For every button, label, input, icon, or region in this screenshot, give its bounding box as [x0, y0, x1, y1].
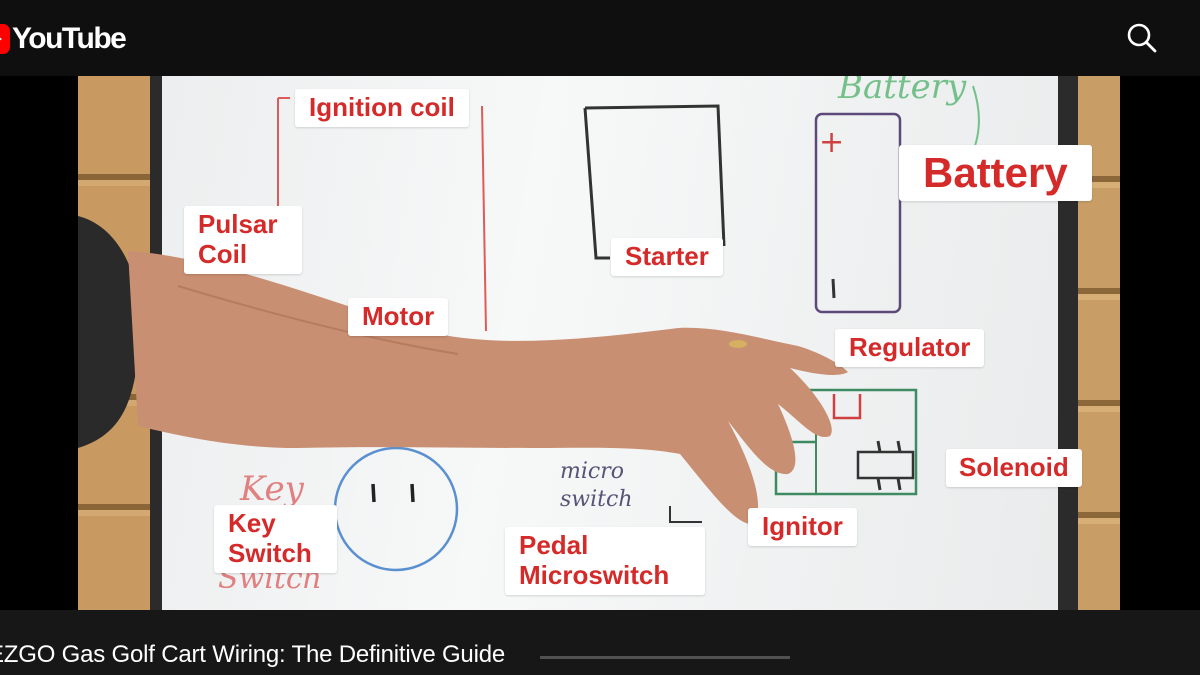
- search-icon[interactable]: [1124, 20, 1160, 56]
- label-key-switch: Key Switch: [214, 505, 337, 573]
- handwritten-switch-small: switch: [560, 487, 633, 512]
- handwritten-key: Key: [239, 469, 305, 509]
- top-bar: YouTube: [0, 0, 1200, 76]
- handwritten-battery: Battery: [837, 76, 967, 107]
- youtube-play-icon: [0, 24, 10, 54]
- label-regulator: Regulator: [835, 329, 985, 367]
- label-motor: Motor: [348, 298, 449, 336]
- label-ignition-coil: Ignition coil: [295, 89, 469, 127]
- label-solenoid: Solenoid: [946, 449, 1082, 487]
- label-starter: Starter: [611, 238, 723, 276]
- battery-plus-mark: +: [819, 125, 844, 160]
- bottom-bar: [0, 610, 1200, 675]
- video-progress-bar[interactable]: [540, 656, 790, 659]
- handwritten-micro: micro: [560, 459, 624, 484]
- video-title[interactable]: EZGO Gas Golf Cart Wiring: The Definitiv…: [0, 641, 505, 668]
- label-pedal-microswitch: Pedal Microswitch: [505, 527, 705, 595]
- youtube-logo-text: YouTube: [12, 22, 127, 55]
- label-pulsar-coil: Pulsar Coil: [184, 206, 302, 274]
- video-player[interactable]: + Battery Key Switch micro switch Igniti…: [78, 76, 1120, 610]
- youtube-logo[interactable]: YouTube: [0, 22, 127, 56]
- label-battery: Battery: [899, 145, 1092, 202]
- label-ignitor: Ignitor: [748, 508, 857, 546]
